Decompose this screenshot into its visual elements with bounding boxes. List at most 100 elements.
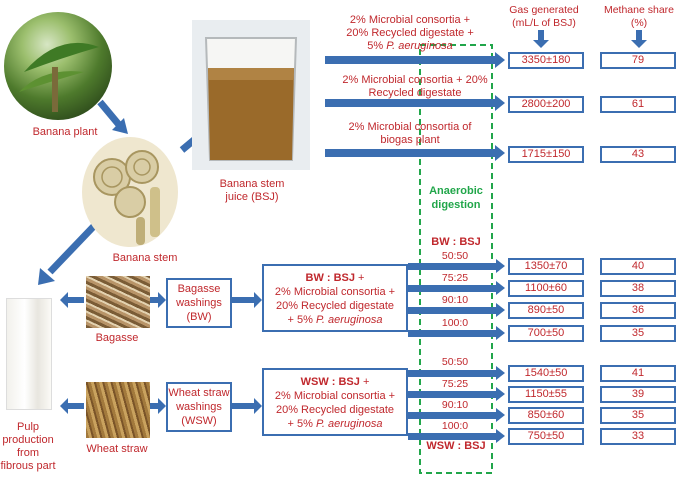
banana-plant-label: Banana plant: [32, 126, 98, 138]
pulp-image: [6, 298, 52, 410]
arrow-wheat-pulp: [60, 398, 84, 414]
wsw-mix-pct: + 5%: [287, 418, 313, 430]
arrow-wheat-wsw: [150, 398, 166, 414]
bagasse-washings-box: Bagasse washings (BW): [166, 278, 232, 328]
wsw-mix-box: WSW : BSJ + 2% Microbial consortia + 20%…: [262, 368, 408, 436]
bsj-treatment-3-line1: 2% Microbial consortia of: [348, 121, 472, 133]
bsj-treatment-3-line2: biogas plant: [380, 134, 440, 146]
wsw-mix-head: WSW : BSJ: [300, 376, 360, 388]
bsj-treatment-1: 2% Microbial consortia + 20% Recycled di…: [320, 14, 500, 53]
banana-plant-image: [4, 12, 112, 120]
bsj-treatment-1-line1: 2% Microbial consortia +: [349, 14, 471, 26]
bw-gas-4: 700±50: [508, 325, 584, 342]
arrow-stem-to-pulp: [38, 223, 97, 285]
arrow-bw-mix: [232, 292, 262, 308]
bsj-treatment-1-species: P. aeruginosa: [386, 40, 453, 52]
bw-mix-species: P. aeruginosa: [315, 314, 383, 326]
arrow-bw-50: [408, 259, 505, 273]
wsw-ratio-4: 100:0: [441, 420, 469, 432]
wsw-mix-line4: + 5% P. aeruginosa: [264, 417, 406, 431]
wsw-gas-3: 850±60: [508, 407, 584, 424]
wsw-gas-4: 750±50: [508, 428, 584, 445]
bw-ratio-3: 90:10: [441, 294, 469, 306]
wheat-straw-washings-box: Wheat straw washings (WSW): [166, 382, 232, 432]
wsw-mix-species: P. aeruginosa: [315, 418, 383, 430]
arrow-wsw-100: [408, 429, 505, 443]
bsj-treatment-1-pct: 5%: [367, 40, 384, 52]
bw-gas-3: 890±50: [508, 302, 584, 319]
anaerobic-digestion-label: Anaerobic digestion: [429, 185, 483, 211]
bsj-methane-1: 79: [600, 52, 676, 69]
bw-mix-line4: + 5% P. aeruginosa: [264, 313, 406, 327]
bw-methane-3: 36: [600, 302, 676, 319]
bsj-treatment-2-line2: Recycled digestate: [368, 87, 462, 99]
bsj-treatment-2-line1: 2% Microbial consortia + 20%: [342, 74, 488, 86]
bw-mix-head: BW : BSJ: [305, 272, 356, 284]
wsw-mix-line1: WSW : BSJ +: [300, 376, 370, 388]
bw-methane-1: 40: [600, 258, 676, 275]
methane-share-header: Methane share (%): [603, 4, 675, 29]
wsw-gas-2: 1150±55: [508, 386, 584, 403]
beaker-icon: [192, 20, 310, 170]
pulp-label: Pulp production from fibrous part: [0, 421, 56, 472]
bw-methane-4: 35: [600, 325, 676, 342]
bsj-methane-2: 61: [600, 96, 676, 113]
gas-generated-header: Gas generated (mL/L of BSJ): [509, 4, 579, 29]
anaerobic-digestion-region: [419, 44, 493, 474]
bsj-gas-2: 2800±200: [508, 96, 584, 113]
wsw-ratio-3: 90:10: [441, 399, 469, 411]
bsj-methane-3: 43: [600, 146, 676, 163]
arrow-plant-to-stem: [97, 99, 128, 134]
arrow-bagasse-bw: [150, 292, 166, 308]
bsj-treatment-1-line2: 20% Recycled digestate +: [346, 27, 474, 39]
wheat-straw-image: [86, 382, 150, 438]
bsj-treatment-1-line3: 5% P. aeruginosa: [320, 40, 500, 53]
bw-ratio-2: 75:25: [441, 272, 469, 284]
arrow-bagasse-pulp: [60, 292, 84, 308]
wsw-gas-1: 1540±50: [508, 365, 584, 382]
bw-mix-line2: 2% Microbial consortia +: [274, 286, 396, 298]
banana-stem-label: Banana stem: [112, 252, 178, 264]
bsj-treatment-2: 2% Microbial consortia + 20% Recycled di…: [320, 74, 510, 100]
wsw-ratio-1: 50:50: [441, 356, 469, 368]
arrow-gas-header: [533, 30, 549, 48]
bw-mix-pct: + 5%: [287, 314, 313, 326]
arrow-wsw-75: [408, 387, 505, 401]
wsw-methane-4: 33: [600, 428, 676, 445]
arrow-bsj-2: [325, 95, 505, 111]
wheat-straw-label: Wheat straw: [86, 443, 148, 455]
arrow-bw-75: [408, 281, 505, 295]
bagasse-label: Bagasse: [95, 332, 139, 344]
bw-mix-line3: 20% Recycled digestate: [275, 300, 394, 312]
bsj-gas-1: 3350±180: [508, 52, 584, 69]
arrow-bw-90: [408, 303, 505, 317]
bw-bsj-title: BW : BSJ: [431, 236, 481, 248]
bsj-treatment-3: 2% Microbial consortia of biogas plant: [320, 121, 500, 147]
banana-leaf-icon: [19, 42, 99, 112]
bw-ratio-4: 100:0: [441, 317, 469, 329]
bw-ratio-1: 50:50: [441, 250, 469, 262]
arrow-bw-100: [408, 326, 505, 340]
bw-methane-2: 38: [600, 280, 676, 297]
arrow-wsw-90: [408, 408, 505, 422]
wsw-methane-2: 39: [600, 386, 676, 403]
bw-gas-2: 1100±60: [508, 280, 584, 297]
arrow-bsj-3: [325, 145, 505, 161]
bagasse-image: [86, 276, 150, 328]
banana-stem-icon: [93, 150, 160, 245]
wsw-ratio-2: 75:25: [441, 378, 469, 390]
bw-gas-1: 1350±70: [508, 258, 584, 275]
wsw-methane-1: 41: [600, 365, 676, 382]
bw-mix-box: BW : BSJ + 2% Microbial consortia + 20% …: [262, 264, 408, 332]
banana-stem-image: [82, 137, 178, 247]
bw-mix-line1: BW : BSJ +: [305, 272, 365, 284]
wsw-bsj-title: WSW : BSJ: [426, 440, 486, 452]
arrow-wsw-mix: [232, 398, 262, 414]
bsj-gas-3: 1715±150: [508, 146, 584, 163]
wsw-methane-3: 35: [600, 407, 676, 424]
arrow-methane-header: [631, 30, 647, 48]
arrow-wsw-50: [408, 366, 505, 380]
arrow-bsj-1: [325, 52, 505, 68]
bsj-label: Banana stem juice (BSJ): [219, 178, 285, 203]
